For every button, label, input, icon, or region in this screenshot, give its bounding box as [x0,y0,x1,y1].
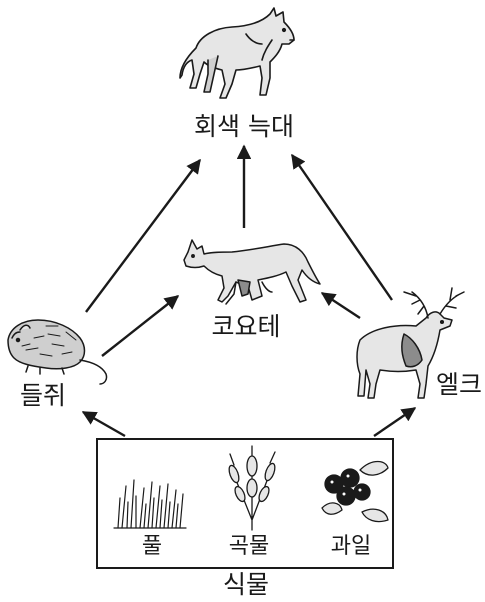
wolf-label: 회색 늑대 [194,114,294,139]
wolf-illustration [180,8,294,98]
arrow-elk-to-coyote [322,293,360,318]
coyote-label: 코요테 [211,314,280,339]
elk-label: 엘크 [436,372,482,397]
arrow-elk-to-wolf [292,155,392,300]
arrow-vole-to-coyote [102,296,178,356]
arrow-plants-to-vole [83,412,125,436]
arrow-vole-to-wolf [86,160,200,312]
vole-label: 들쥐 [20,383,66,408]
plants-group-label: 식물 [223,572,269,597]
fruit-label: 과일 [331,536,371,558]
arrow-plants-to-elk [374,408,415,436]
grain-label: 곡물 [229,536,269,558]
grass-label: 풀 [142,536,162,558]
vole-illustration [8,320,107,384]
coyote-illustration [184,240,320,304]
